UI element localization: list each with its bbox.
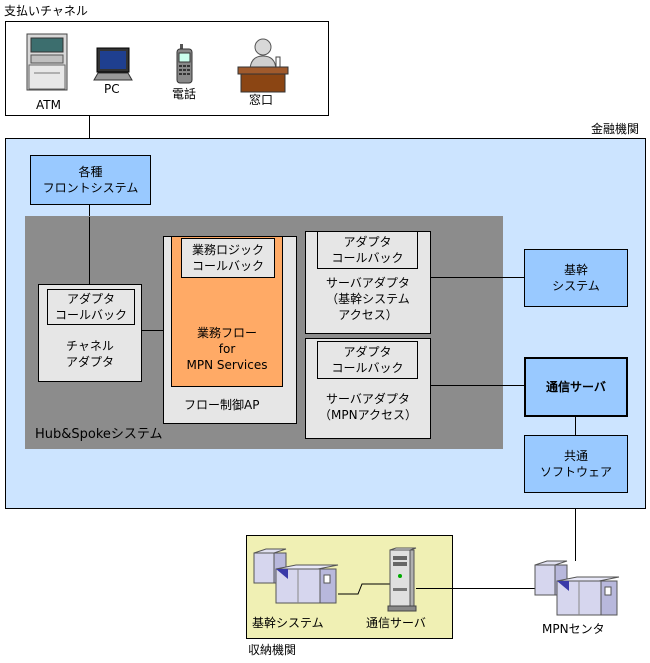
mpn-center-icon [534, 560, 620, 616]
common-software-line2: ソフトウェア [539, 465, 612, 479]
channel-adapter-line2: アダプタ [65, 355, 114, 369]
connector-comm-common [575, 417, 576, 435]
pc-icon [93, 47, 133, 81]
mpn-center-label: MPNセンタ [542, 622, 605, 636]
connector-mpn-adapter-comm [431, 385, 524, 386]
connector-front-hub [89, 205, 90, 217]
common-software-line1: 共通 [563, 449, 588, 463]
core-adapter-line1: サーバアダプタ [326, 276, 410, 290]
channel-callback-line2: コールバック [54, 308, 127, 322]
connector-common-mpn [575, 509, 576, 561]
front-system-line1: 各種 [78, 165, 103, 179]
connector-channel-flow [142, 330, 163, 331]
flow-control-label: フロー制御AP [184, 398, 260, 412]
server-adapter-mpn-callback: アダプタ コールバック [317, 341, 418, 379]
mpn-callback-line1: アダプタ [343, 345, 392, 359]
mpn-adapter-line2: （MPNアクセス） [319, 408, 417, 422]
hub-spoke-label: Hub&Spokeシステム [35, 427, 163, 442]
phone-icon [176, 44, 193, 84]
common-software-box: 共通 ソフトウェア [524, 435, 628, 493]
core-callback-line1: アダプタ [343, 235, 392, 249]
business-flow-line1: 業務フロー [196, 325, 257, 340]
financial-institution-label: 金融機関 [591, 122, 640, 136]
counter-icon [237, 38, 289, 93]
collecting-comm-server-label: 通信サーバ [366, 616, 426, 630]
connector-front-channel [89, 217, 90, 285]
connector-server-mpn [416, 588, 535, 589]
core-adapter-line2: （基幹システム [326, 292, 410, 306]
payment-channels-title: 支払いチャネル [4, 4, 88, 18]
comm-server-box: 通信サーバ [524, 357, 628, 417]
collecting-core-system-label: 基幹システム [252, 616, 324, 630]
connector-mainframe-server [338, 583, 390, 595]
business-flow-line2: for [218, 341, 236, 356]
comm-server-label: 通信サーバ [546, 380, 606, 394]
core-system-line2: システム [552, 279, 600, 293]
server-tower-icon [387, 547, 417, 612]
business-logic-callback: 業務ロジック コールバック [181, 238, 275, 278]
mpn-callback-line2: コールバック [331, 361, 404, 375]
core-system-line1: 基幹 [563, 263, 588, 277]
counter-label: 窓口 [249, 93, 274, 107]
channel-callback-line1: アダプタ [66, 292, 115, 306]
collecting-institution-label: 収納機関 [248, 643, 297, 657]
channel-adapter-callback: アダプタ コールバック [47, 289, 135, 325]
pc-label: PC [104, 82, 120, 96]
server-adapter-core-callback: アダプタ コールバック [317, 231, 418, 269]
atm-icon [26, 33, 68, 91]
core-system-box: 基幹 システム [524, 249, 628, 307]
connector-channels-front [89, 116, 90, 156]
channel-adapter-label: チャネル アダプタ [38, 334, 142, 374]
channel-adapter-line1: チャネル [66, 339, 114, 353]
business-flow-line3: MPN Services [186, 357, 268, 372]
core-adapter-line3: アクセス） [338, 308, 398, 322]
core-callback-line2: コールバック [331, 251, 404, 265]
connector-core-adapter-core [431, 277, 524, 278]
atm-label: ATM [36, 98, 61, 112]
mainframe-icon [253, 548, 339, 604]
server-adapter-mpn-label: サーバアダプタ （MPNアクセス） [305, 388, 431, 426]
server-adapter-core-label: サーバアダプタ （基幹システム アクセス） [305, 272, 431, 326]
logic-callback-line1: 業務ロジック [191, 243, 264, 257]
front-system-box: 各種 フロントシステム [30, 155, 151, 205]
logic-callback-line2: コールバック [191, 259, 264, 273]
mpn-adapter-line1: サーバアダプタ [326, 392, 410, 406]
front-system-line2: フロントシステム [42, 181, 139, 195]
phone-label: 電話 [172, 87, 197, 101]
